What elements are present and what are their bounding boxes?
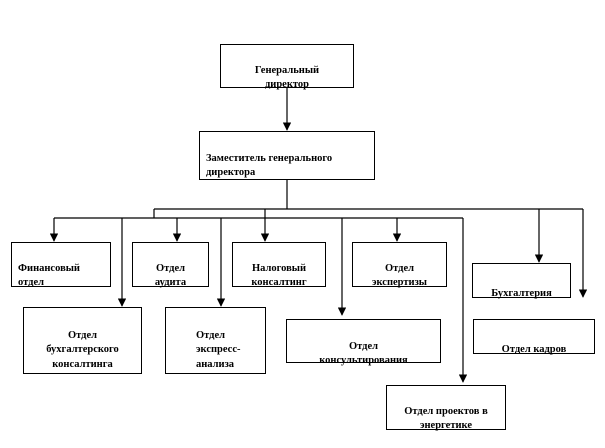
accounting-label: Бухгалтерия bbox=[491, 288, 552, 300]
tax-consulting-box: Налоговый консалтинг bbox=[232, 242, 326, 289]
express-analysis-dept-box: Отдел экспресс- анализа bbox=[165, 307, 266, 374]
accounting-consulting-dept-label: Отдел бухгалтерского консалтинга bbox=[46, 330, 119, 370]
ceo-label: Генеральный директор bbox=[254, 65, 320, 91]
audit-dept-label: Отдел аудита bbox=[154, 263, 187, 289]
finance-dept-box: Финансовый отдел bbox=[11, 242, 111, 289]
deputy-box: Заместитель генерального директора bbox=[199, 131, 375, 180]
expertise-dept-box: Отдел экспертизы bbox=[352, 242, 447, 289]
consulting-dept-label: Отдел консультирования bbox=[319, 341, 408, 367]
deputy-label: Заместитель генерального директора bbox=[206, 153, 333, 179]
energy-projects-dept-label: Отдел проектов в энергетике bbox=[404, 406, 488, 432]
accounting-box: Бухгалтерия bbox=[472, 263, 571, 300]
ceo-box: Генеральный директор bbox=[220, 44, 354, 90]
finance-dept-label: Финансовый отдел bbox=[18, 263, 80, 289]
expertise-dept-label: Отдел экспертизы bbox=[371, 263, 428, 289]
accounting-consulting-dept-box: Отдел бухгалтерского консалтинга bbox=[23, 307, 142, 374]
energy-projects-dept-box: Отдел проектов в энергетике bbox=[386, 385, 506, 432]
express-analysis-dept-label: Отдел экспресс- анализа bbox=[196, 330, 241, 370]
tax-consulting-label: Налоговый консалтинг bbox=[251, 263, 307, 289]
audit-dept-box: Отдел аудита bbox=[132, 242, 209, 289]
consulting-dept-box: Отдел консультирования bbox=[286, 319, 441, 366]
hr-dept-box: Отдел кадров bbox=[473, 319, 595, 356]
hr-dept-label: Отдел кадров bbox=[501, 344, 567, 356]
